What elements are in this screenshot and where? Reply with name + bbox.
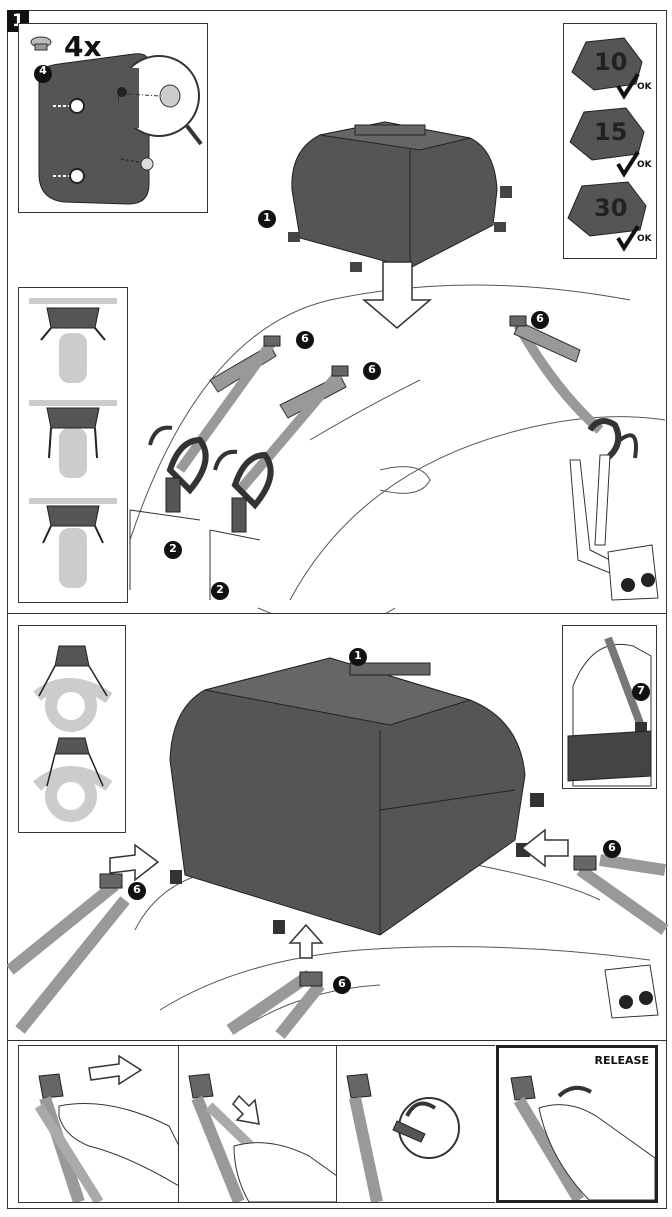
callout-bag-main: 1: [354, 649, 362, 662]
load-label-15: 15: [594, 118, 628, 146]
screw-quantity-label: 4x: [64, 30, 102, 63]
callout-strap-right: 6: [608, 841, 616, 854]
screw-base-icon: [34, 43, 48, 51]
buckle-step-3-drawing: [346, 1073, 460, 1202]
buckle-step-panel-2: [178, 1045, 337, 1203]
check-icon: [616, 72, 640, 100]
ok-label: OK: [637, 234, 652, 244]
load-block-30: [567, 181, 647, 237]
shoulder-strap-inset: 7: [562, 625, 657, 789]
check-icon: [616, 150, 640, 178]
buckle-step-panel-1: [18, 1045, 179, 1203]
screw-hole-icon: [69, 168, 85, 184]
callout-strap-b: 6: [368, 363, 376, 376]
pull-arrow-icon: [88, 1054, 143, 1086]
ok-label: OK: [637, 82, 652, 92]
load-label-10: 10: [594, 48, 628, 76]
screw-inset: 4 4x: [18, 23, 208, 213]
buckle-step-panel-3: [336, 1045, 495, 1203]
down-arrow-icon: [232, 1094, 260, 1125]
rear-view-inset: [18, 625, 126, 833]
screw-callout-label: 4: [39, 64, 47, 77]
callout-strap-left: 6: [133, 883, 141, 896]
screw-hole-icon: [69, 98, 85, 114]
magnifier-handle: [185, 124, 203, 146]
buckle-step-2-drawing: [188, 1073, 337, 1202]
callout-7-badge: [632, 683, 650, 701]
callout-strap-front: 6: [338, 977, 346, 990]
callout-hook-a: 2: [169, 542, 177, 555]
section-divider-top: [7, 613, 667, 614]
seat-options-inset: [18, 287, 128, 603]
release-drawing: [510, 1075, 655, 1200]
callout-bag-top: 1: [263, 211, 271, 224]
callout-shoulder: 7: [637, 684, 645, 697]
load-block-15: [569, 107, 645, 161]
ok-label: OK: [637, 160, 652, 170]
release-panel: RELEASE: [496, 1045, 658, 1203]
seat-options-drawing: [29, 298, 117, 588]
shoulder-strap-drawing: [567, 636, 652, 787]
screw-inset-drawing: [30, 36, 203, 205]
release-title: RELEASE: [594, 1054, 649, 1067]
callout-strap-a: 6: [301, 332, 309, 345]
load-block-10: [571, 37, 643, 91]
load-label-30: 30: [594, 194, 628, 222]
buckle-step-1-drawing: [34, 1054, 179, 1202]
release-arrow-icon: [557, 1085, 593, 1098]
rear-view-drawing: [33, 645, 113, 822]
callout-hook-b: 2: [216, 583, 224, 596]
callout-strap-c: 6: [536, 312, 544, 325]
load-rating-drawing: [567, 37, 647, 252]
load-rating-inset: 10 15 30 OK OK OK: [563, 23, 657, 259]
callout-4-badge: [34, 65, 52, 83]
check-icon: [616, 224, 640, 252]
section-divider-bottom: [7, 1040, 667, 1041]
